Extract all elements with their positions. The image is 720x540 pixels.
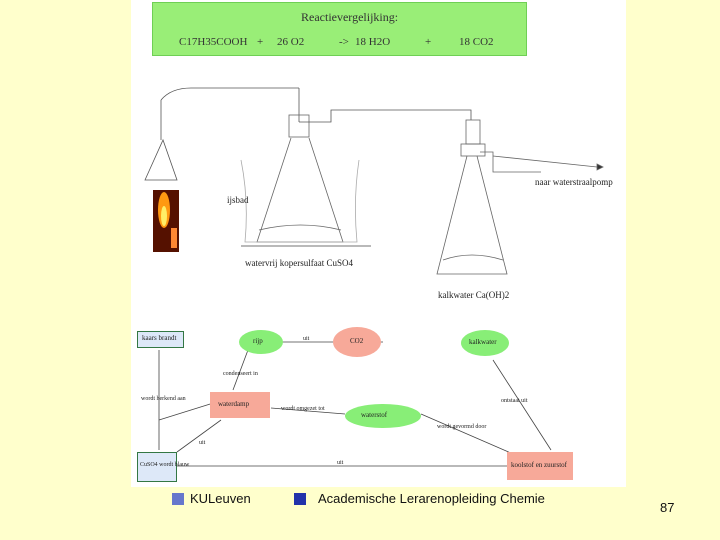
edge-label: uit [337,460,344,466]
edge-label: condenseert in [223,371,258,377]
plus-sign: + [425,36,432,48]
kalkwater-node: kalkwater [461,330,509,356]
funnel-icon [144,87,300,181]
page-number: 87 [660,500,675,515]
co2-node: CO2 [333,327,381,357]
co2-formula: 18 CO2 [459,36,494,48]
kaars-node: kaars brandt [137,331,184,348]
waterstof-node: waterstof [345,404,421,428]
limewater-label: kalkwater Ca(OH)2 [438,290,510,300]
edge-label: wordt herkend aan [141,396,186,402]
edge-label: uit [303,336,310,342]
waterdamp-node-label: waterdamp [218,400,250,408]
plus-sign: + [257,36,264,48]
water-formula: 18 H2O [355,36,391,48]
reaction-title: Reactievergelijking: [301,10,399,24]
waterstof-node-label: waterstof [361,411,388,419]
limewater-flask-icon [436,119,604,275]
ice-bath-label: ijsbad [227,195,249,205]
cuso4-node: CuSO4 wordt blauw [137,452,189,482]
edge-label: wordt omgezet tot [281,406,325,412]
reaction-banner: Reactievergelijking: C17H35COOH + 26 O2 … [152,2,527,56]
reaction-arrow: -> [339,36,349,48]
footer-dept: Academische Lerarenopleiding Chemie [318,491,545,506]
copper-sulfate-label: watervrij kopersulfaat CuSO4 [245,258,353,268]
cuso4-node-label: CuSO4 wordt blauw [140,462,190,468]
alo-logo-icon [294,493,306,505]
flask-icon [240,114,371,247]
kalkwater-node-label: kalkwater [469,338,497,346]
koolstof-node-label: koolstof en zuurstof [511,461,567,469]
kaars-node-label: kaars brandt [142,334,177,342]
footer-org: KULeuven [190,491,251,506]
reactant-formula: C17H35COOH [179,36,248,48]
koolstof-node: koolstof en zuurstof [507,452,573,480]
concept-map: kaars brandt rijp CO2 kalkwater waterdam… [131,280,626,485]
waterdamp-node: waterdamp [210,392,270,418]
oxygen-formula: 26 O2 [277,36,305,48]
edge-label: wordt gevormd door [437,424,487,430]
edge-label: uit [199,440,206,446]
co2-node-label: CO2 [350,337,364,345]
apparatus-drawing: ijsbad naar waterstraalpomp watervrij ko… [131,60,626,300]
kuleuven-logo-icon [172,493,184,505]
rijp-node: rijp [239,330,283,354]
edge-label: ontstaat uit [501,398,528,404]
pump-label: naar waterstraalpomp [535,177,613,187]
apparatus-svg [144,87,604,275]
tube-icon [299,109,472,123]
rijp-node-label: rijp [253,337,263,345]
candle-icon [153,190,179,252]
